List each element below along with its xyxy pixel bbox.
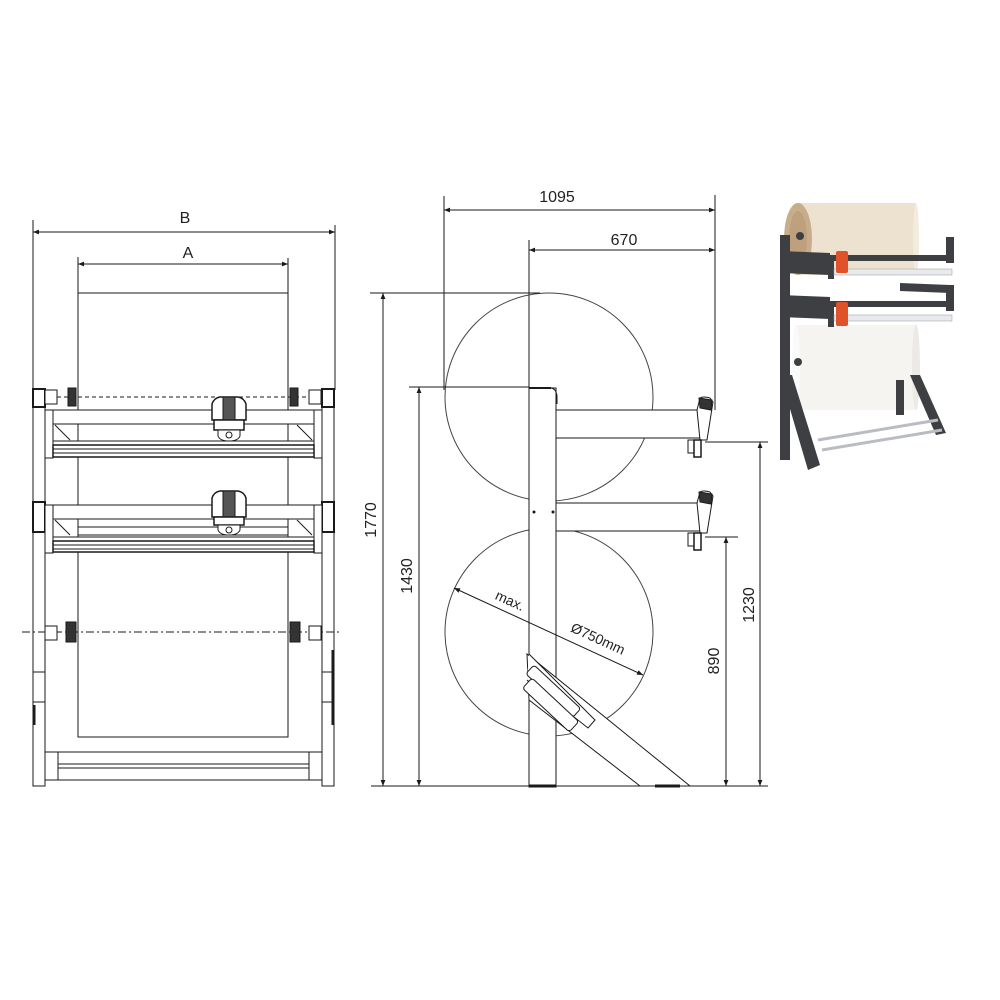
upper-cutter-bar	[44, 409, 323, 459]
product-photo	[780, 203, 954, 470]
dim-1230-label: 1230	[741, 587, 758, 623]
left-post	[32, 388, 46, 787]
upper-arm	[555, 396, 714, 458]
dimension-a	[77, 257, 289, 295]
lower-cutter-bar	[44, 504, 323, 554]
cutter-heads	[836, 251, 848, 326]
dim-b-label: B	[180, 210, 191, 227]
bottom-rod	[44, 751, 323, 781]
dimension-890	[705, 536, 738, 786]
cutter-rails	[833, 268, 953, 322]
dim-1430-label: 1430	[399, 558, 416, 594]
dimension-1095	[443, 195, 716, 410]
dimension-1230	[705, 441, 768, 786]
dimension-1430	[409, 386, 529, 786]
vertical-post	[528, 387, 558, 788]
upper-cutter-head	[211, 396, 247, 442]
upper-axle-knob	[796, 232, 804, 240]
bottom-rods	[817, 418, 943, 452]
dimension-1770	[370, 292, 540, 786]
dim-a-label: A	[183, 245, 194, 262]
lower-axle-knob	[794, 358, 802, 366]
white-paper-roll	[792, 324, 920, 410]
lower-arm	[555, 490, 714, 551]
roll-max-label: max.	[493, 587, 527, 614]
side-view	[370, 195, 768, 788]
dimension-b	[32, 220, 336, 390]
dim-670-label: 670	[611, 232, 638, 249]
lower-axle	[22, 621, 340, 643]
front-view	[22, 220, 340, 787]
right-post	[321, 388, 335, 787]
dim-1770-label: 1770	[363, 502, 380, 538]
roll-diameter-label: Ø750mm	[569, 619, 628, 657]
dim-890-label: 890	[706, 648, 723, 675]
dim-1095-label: 1095	[539, 189, 575, 206]
lower-cutter-head	[211, 490, 247, 536]
upper-axle	[44, 387, 322, 407]
diameter-dimension	[453, 587, 644, 676]
